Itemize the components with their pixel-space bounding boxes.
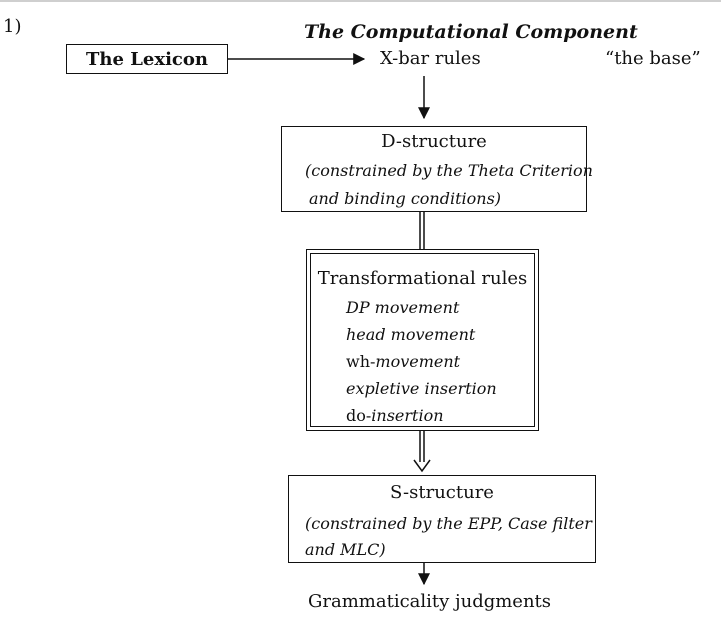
rule-item: wh-movement bbox=[346, 352, 461, 371]
rule-item: do-insertion bbox=[346, 406, 444, 425]
rule-item: DP movement bbox=[346, 298, 460, 317]
double-arrow-head bbox=[413, 459, 431, 473]
xbar-rules-label: X-bar rules bbox=[380, 48, 481, 69]
transformational-rules-heading: Transformational rules bbox=[317, 268, 528, 289]
lexicon-box: The Lexicon bbox=[66, 44, 228, 74]
s-structure-constraint-line1: (constrained by the EPP, Case filter bbox=[305, 514, 592, 533]
s-structure-box: S-structure (constrained by the EPP, Cas… bbox=[288, 475, 596, 563]
the-base-label: “the base” bbox=[605, 48, 701, 69]
transformational-rules-box: Transformational rules DP movement head … bbox=[306, 249, 539, 431]
d-structure-constraint-line1: (constrained by the Theta Criterion bbox=[305, 161, 593, 180]
diagram-title: The Computational Component bbox=[304, 21, 638, 43]
d-structure-box: D-structure (constrained by the Theta Cr… bbox=[281, 126, 593, 212]
example-number: 1) bbox=[3, 16, 22, 37]
rule-item: expletive insertion bbox=[346, 379, 497, 398]
d-structure-constraint-line2: and binding conditions) bbox=[309, 189, 502, 208]
rule-item: head movement bbox=[346, 325, 476, 344]
transformational-rules-inner-border: Transformational rules DP movement head … bbox=[310, 253, 535, 427]
lexicon-label: The Lexicon bbox=[86, 48, 208, 70]
grammaticality-judgments-label: Grammaticality judgments bbox=[308, 591, 552, 612]
top-border bbox=[0, 0, 721, 2]
d-structure-heading: D-structure bbox=[381, 131, 487, 152]
s-structure-constraint-line2: and MLC) bbox=[305, 540, 386, 559]
s-structure-heading: S-structure bbox=[390, 482, 494, 503]
